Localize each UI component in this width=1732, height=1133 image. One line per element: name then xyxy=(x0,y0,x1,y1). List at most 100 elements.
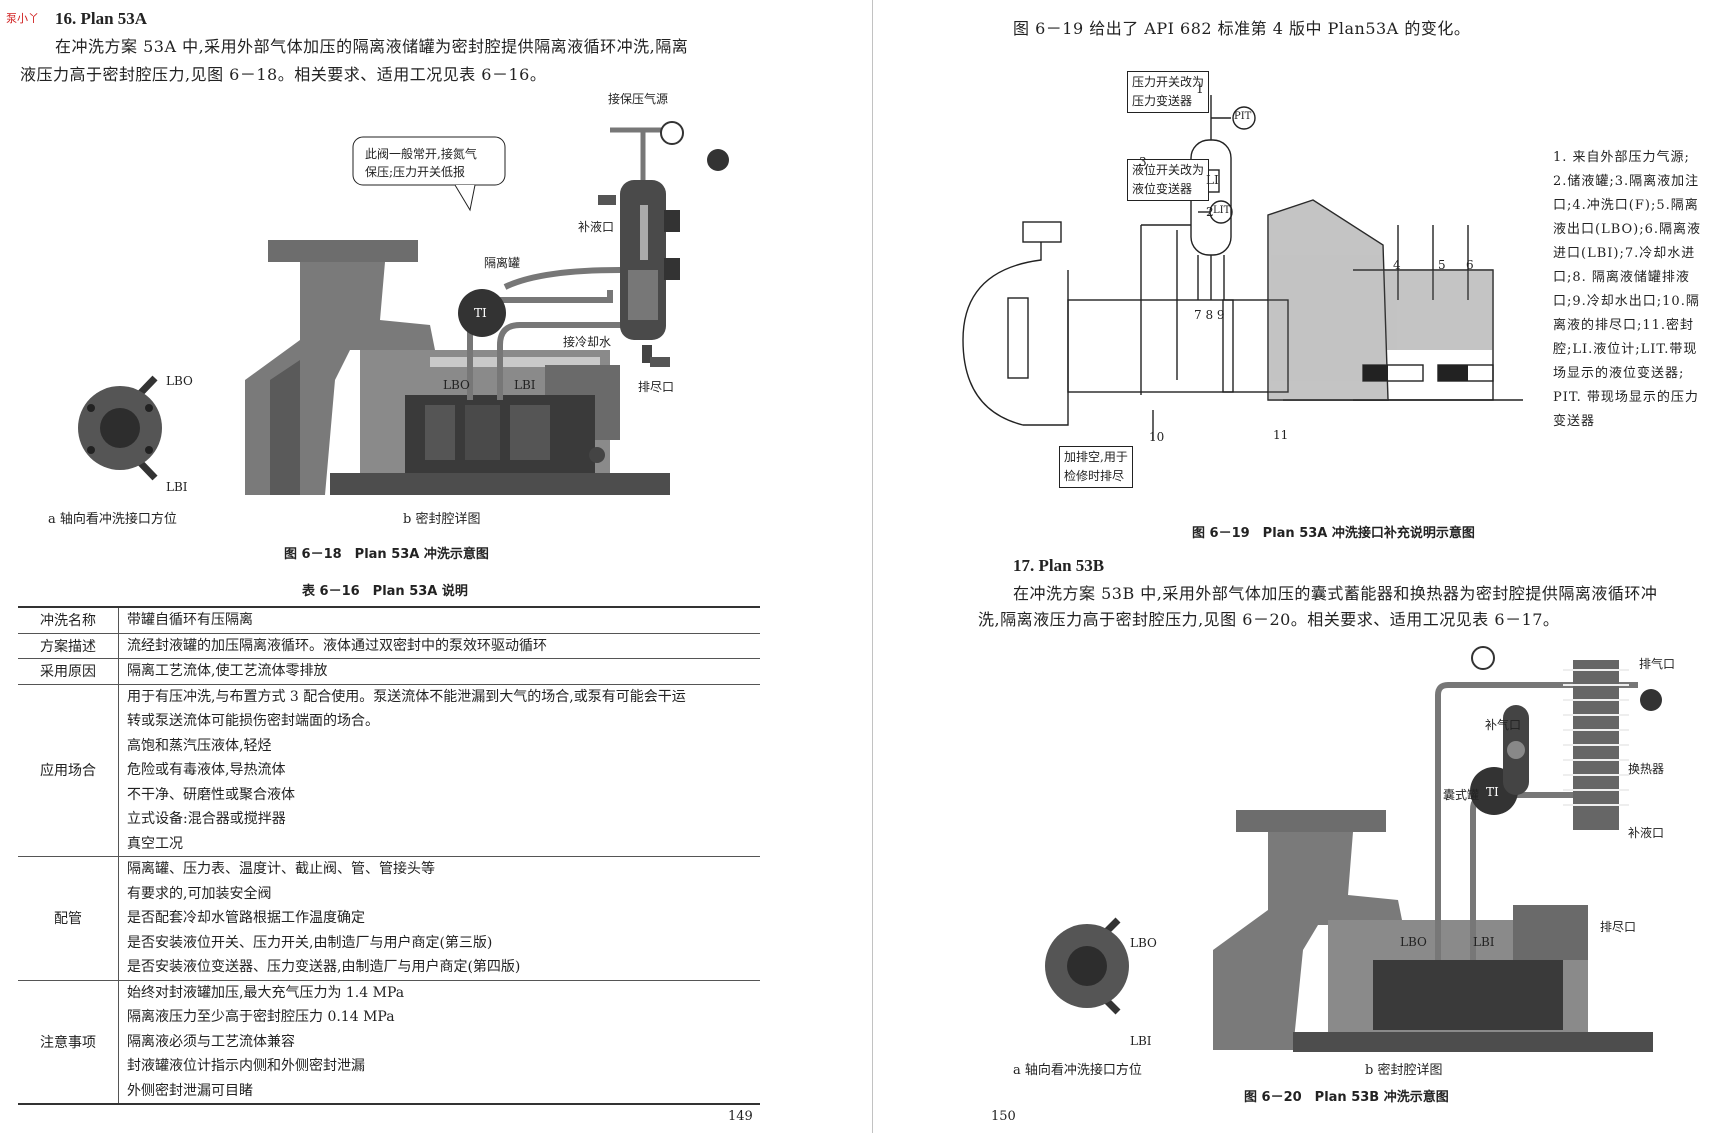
box-line: 压力开关改为 xyxy=(1132,75,1205,89)
table-row-key: 冲洗名称 xyxy=(18,607,119,634)
section-title-53b: 17. Plan 53B xyxy=(1013,556,1105,575)
tag-5: 5 xyxy=(1438,258,1446,272)
label-refill-53b: 补液口 xyxy=(1628,826,1665,840)
subcaption-b: b 密封腔详图 xyxy=(403,512,481,527)
table-row: 冲洗名称带罐自循环有压隔离 xyxy=(18,607,760,634)
subcaption-a: a 轴向看冲洗接口方位 xyxy=(48,512,177,527)
figure-6-18 xyxy=(78,121,729,495)
legend-note-line: 腔;LI.液位计;LIT.带现 xyxy=(1553,342,1698,357)
box-line: 压力变送器 xyxy=(1132,94,1193,108)
subcaption-a-53b: a 轴向看冲洗接口方位 xyxy=(1013,1063,1142,1078)
page-number: 150 xyxy=(991,1109,1016,1124)
legend-note-line: 口;9.冷却水出口;10.隔 xyxy=(1553,294,1700,309)
legend-note-line: PIT. 带现场显示的压力 xyxy=(1553,390,1699,405)
table-value-line: 转或泵送流体可能损伤密封端面的场合。 xyxy=(127,713,379,729)
intro2-line-2: 洗,隔离液压力高于密封腔压力,见图 6－20。相关要求、适用工况见表 6－17。 xyxy=(978,610,1560,629)
table-value-line: 是否配套冷却水管路根据工作温度确定 xyxy=(127,910,365,926)
box-line: 液位变送器 xyxy=(1132,182,1193,196)
figure-caption-6-20: 图 6－20 Plan 53B 冲洗示意图 xyxy=(1244,1090,1449,1105)
intro-fig-6-19: 图 6－19 给出了 API 682 标准第 4 版中 Plan53A 的变化。 xyxy=(1013,19,1471,38)
figure-caption-6-18: 图 6－18 Plan 53A 冲洗示意图 xyxy=(284,547,489,562)
table-row-value: 隔离工艺流体,使工艺流体零排放 xyxy=(118,658,760,685)
table-row-key: 配管 xyxy=(18,856,119,981)
table-row-key: 应用场合 xyxy=(18,684,119,857)
table-value-line: 带罐自循环有压隔离 xyxy=(127,612,253,628)
table-value-line: 隔离工艺流体,使工艺流体零排放 xyxy=(127,663,328,679)
tag-10: 10 xyxy=(1149,430,1165,444)
label-vent: 排气口 xyxy=(1639,657,1676,671)
tag-pit: PIT xyxy=(1234,111,1252,122)
table-caption-6-16: 表 6－16 Plan 53A 说明 xyxy=(302,584,468,599)
legend-note-line: 变送器 xyxy=(1553,414,1596,429)
page-number: 149 xyxy=(728,1109,753,1124)
box-pit-change: 压力开关改为 压力变送器 xyxy=(1127,71,1210,113)
tag-3: 3 xyxy=(1139,155,1147,169)
label-bladder: 囊式罐 xyxy=(1443,788,1480,802)
page-149: 泵小丫 16. Plan 53A 在冲洗方案 53A 中,采用外部气体加压的隔离… xyxy=(6,9,760,1124)
box-line: 加排空,用于 xyxy=(1064,450,1128,464)
legend-note-line: 液出口(LBO);6.隔离液 xyxy=(1553,222,1702,237)
label-drain: 排尽口 xyxy=(638,380,675,394)
table-value-line: 用于有压冲洗,与布置方式 3 配合使用。泵送流体不能泄漏到大气的场合,或泵有可能… xyxy=(127,688,686,705)
table-value-line: 是否安装液位开关、压力开关,由制造厂与用户商定(第三版) xyxy=(127,934,493,951)
legend-note-line: 场显示的液位变送器; xyxy=(1553,366,1685,381)
table-row-value: 隔离罐、压力表、温度计、截止阀、管、管接头等有要求的,可加装安全阀是否配套冷却水… xyxy=(118,856,760,981)
table-value-line: 立式设备:混合器或搅拌器 xyxy=(127,811,286,827)
table-row: 配管隔离罐、压力表、温度计、截止阀、管、管接头等有要求的,可加装安全阀是否配套冷… xyxy=(18,856,760,981)
label-lbi-axial: LBI xyxy=(166,480,188,494)
table-value-line: 隔离罐、压力表、温度计、截止阀、管、管接头等 xyxy=(127,861,435,877)
tag-11: 11 xyxy=(1273,428,1289,442)
tag-4: 4 xyxy=(1393,258,1401,272)
legend-note-line: 口;4.冲洗口(F);5.隔离 xyxy=(1553,198,1699,213)
label-gas-source: 接保压气源 xyxy=(608,92,669,106)
label-lbo-53b: LBO xyxy=(1400,935,1427,949)
callout-valve: 此阀一般常开,接氮气 保压;压力开关低报 xyxy=(365,145,477,181)
tag-2: 2 xyxy=(1206,205,1214,219)
intro-line-2: 液压力高于密封腔压力,见图 6－18。相关要求、适用工况见表 6－16。 xyxy=(20,65,547,84)
label-drain-53b: 排尽口 xyxy=(1600,920,1637,934)
intro-line-1: 在冲洗方案 53A 中,采用外部气体加压的隔离液储罐为密封腔提供隔离液循环冲洗,… xyxy=(55,37,689,56)
box-line: 检修时排尽 xyxy=(1064,469,1125,483)
figure-caption-6-19: 图 6－19 Plan 53A 冲洗接口补充说明示意图 xyxy=(1192,526,1475,541)
label-ti: TI xyxy=(474,306,487,320)
table-value-line: 封液罐液位计指示内侧和外侧密封泄漏 xyxy=(127,1058,365,1074)
label-barrier-tank: 隔离罐 xyxy=(484,256,521,270)
plan-53a-table: 冲洗名称带罐自循环有压隔离方案描述流经封液罐的加压隔离液循环。液体通过双密封中的… xyxy=(18,606,760,1105)
legend-note-line: 1. 来自外部压力气源; xyxy=(1553,150,1690,165)
seal-chamber-diagram-53b xyxy=(1213,646,1662,1052)
callout-line: 保压;压力开关低报 xyxy=(365,165,466,179)
tag-6: 6 xyxy=(1466,258,1474,272)
table-row-value: 带罐自循环有压隔离 xyxy=(118,607,760,634)
page-150: 图 6－19 给出了 API 682 标准第 4 版中 Plan53A 的变化。 xyxy=(873,0,1732,1133)
figure-6-19 xyxy=(962,95,1523,440)
box-drain-added: 加排空,用于 检修时排尽 xyxy=(1059,446,1133,488)
box-line: 液位开关改为 xyxy=(1132,163,1205,177)
legend-note-line: 进口(LBI);7.冷却水进 xyxy=(1553,246,1696,261)
label-refill: 补液口 xyxy=(578,220,615,234)
table-value-line: 流经封液罐的加压隔离液循环。液体通过双密封中的泵效环驱动循环 xyxy=(127,637,547,654)
axial-view-diagram xyxy=(78,375,162,481)
table-row-key: 注意事项 xyxy=(18,980,119,1105)
legend-note-line: 口;8. 隔离液储罐排液 xyxy=(1553,270,1690,285)
table-row: 应用场合用于有压冲洗,与布置方式 3 配合使用。泵送流体不能泄漏到大气的场合,或… xyxy=(18,684,760,857)
table-value-line: 有要求的,可加装安全阀 xyxy=(127,885,272,902)
tag-lit: LIT xyxy=(1213,205,1231,216)
table-row-key: 方案描述 xyxy=(18,633,119,659)
table-value-line: 危险或有毒液体,导热流体 xyxy=(127,762,286,778)
label-ti-53b: TI xyxy=(1486,785,1499,799)
label-lbi-axial-53b: LBI xyxy=(1130,1034,1152,1048)
legend-note-line: 2.储液罐;3.隔离液加注 xyxy=(1553,174,1700,189)
tag-li: LI xyxy=(1206,173,1219,187)
table-value-line: 隔离液必须与工艺流体兼容 xyxy=(127,1033,295,1050)
callout-line: 此阀一般常开,接氮气 xyxy=(365,147,477,161)
table-row-key: 采用原因 xyxy=(18,658,119,685)
table-row: 方案描述流经封液罐的加压隔离液循环。液体通过双密封中的泵效环驱动循环 xyxy=(18,633,760,659)
tag-1: 1 xyxy=(1196,82,1204,96)
table-value-line: 高饱和蒸汽压液体,轻烃 xyxy=(127,737,272,754)
axial-view-diagram-53b xyxy=(1045,917,1129,1015)
table-row-value: 流经封液罐的加压隔离液循环。液体通过双密封中的泵效环驱动循环 xyxy=(118,633,760,659)
subcaption-b-53b: b 密封腔详图 xyxy=(1365,1063,1443,1078)
watermark: 泵小丫 xyxy=(6,12,39,25)
